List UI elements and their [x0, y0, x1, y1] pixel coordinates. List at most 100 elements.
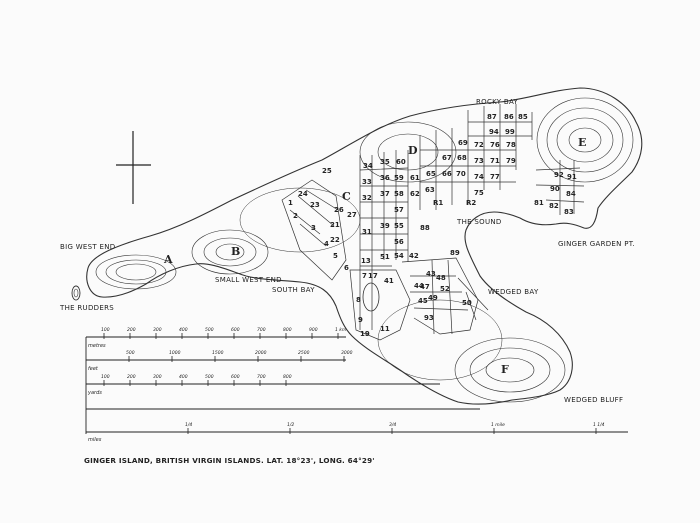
- lot-26: 26: [334, 206, 344, 214]
- place-labels: ROCKY BAY BIG WEST END THE RUDDERS SMALL…: [59, 98, 635, 404]
- lot-labels: R1 R2 1 2 3 4 5 6 7 8 9 11 13 17 19 21 2…: [288, 113, 577, 338]
- compass-cross-icon: [116, 131, 151, 204]
- lot-81: 81: [534, 199, 544, 207]
- lot-55: 55: [394, 222, 404, 230]
- feet-tick-label: 500: [126, 350, 135, 356]
- lot-71: 71: [490, 157, 500, 165]
- lot-85: 85: [518, 113, 528, 121]
- lot-79: 79: [506, 157, 516, 165]
- lot-45: 45: [418, 297, 428, 305]
- peak-d: D: [408, 144, 418, 157]
- place-south-bay: SOUTH BAY: [272, 286, 315, 294]
- lot-33: 33: [362, 178, 372, 186]
- lot-63: 63: [425, 186, 435, 194]
- lot-31: 31: [362, 228, 372, 236]
- yards-tick-label: 600: [231, 374, 240, 380]
- lot-75: 75: [474, 189, 484, 197]
- peak-f: F: [501, 363, 509, 376]
- island-contours: [71, 87, 643, 405]
- lot-3: 3: [311, 224, 316, 232]
- lot-76: 76: [490, 141, 500, 149]
- metres-tick-label: 500: [205, 327, 214, 333]
- scale-yards-label: yards: [87, 390, 102, 396]
- metres-tick-label: 400: [179, 327, 188, 333]
- lot-66: 66: [442, 170, 452, 178]
- lot-88: 88: [420, 224, 430, 232]
- lot-39: 39: [380, 222, 390, 230]
- scale-miles-label: miles: [88, 437, 102, 443]
- lot-41: 41: [384, 277, 394, 285]
- lot-56: 56: [394, 238, 404, 246]
- lot-92: 92: [554, 171, 564, 179]
- lot-2: 2: [293, 212, 298, 220]
- lot-72: 72: [474, 141, 484, 149]
- lot-4: 4: [324, 240, 329, 248]
- lot-87: 87: [487, 113, 497, 121]
- metres-tick-label: 800: [283, 327, 292, 333]
- feet-tick-label: 1500: [212, 350, 224, 356]
- lot-99: 99: [505, 128, 515, 136]
- lot-24: 24: [298, 190, 308, 198]
- yards-tick-label: 300: [153, 374, 162, 380]
- lot-91: 91: [567, 173, 577, 181]
- place-wedged-bay: WEDGED BAY: [488, 288, 539, 296]
- lot-73: 73: [474, 157, 484, 165]
- metres-tick-label: 1 km: [335, 327, 347, 333]
- scale-metres-label: metres: [88, 343, 106, 349]
- lot-37: 37: [380, 190, 390, 198]
- lot-69: 69: [458, 139, 468, 147]
- lot-51: 51: [380, 253, 390, 261]
- lot-r1: R1: [433, 199, 443, 207]
- place-ginger-garden-pt: GINGER GARDEN PT.: [558, 240, 635, 248]
- lot-13: 13: [361, 257, 371, 265]
- feet-tick-label: 3000: [341, 350, 353, 356]
- lot-60: 60: [396, 158, 406, 166]
- lot-82: 82: [549, 202, 559, 210]
- yards-tick-label: 800: [283, 374, 292, 380]
- lot-74: 74: [474, 173, 484, 181]
- yards-tick-label: 700: [257, 374, 266, 380]
- lot-22: 22: [330, 236, 340, 244]
- lot-9: 9: [358, 316, 363, 324]
- peak-c: C: [342, 190, 351, 203]
- miles-tick-label: 1/4: [185, 422, 192, 428]
- peak-labels: A B C D E F: [163, 136, 586, 376]
- lot-52: 52: [440, 285, 450, 293]
- lot-67: 67: [442, 154, 452, 162]
- lot-86: 86: [504, 113, 514, 121]
- metres-tick-label: 200: [127, 327, 136, 333]
- lot-21: 21: [330, 221, 340, 229]
- yards-tick-label: 100: [101, 374, 110, 380]
- lot-57: 57: [394, 206, 404, 214]
- lot-59: 59: [394, 174, 404, 182]
- place-the-rudders: THE RUDDERS: [59, 304, 114, 312]
- lot-44: 44: [414, 282, 424, 290]
- lot-23: 23: [310, 201, 320, 209]
- lot-7: 7: [362, 272, 367, 280]
- lot-68: 68: [457, 154, 467, 162]
- lot-11: 11: [380, 325, 390, 333]
- place-rocky-bay: ROCKY BAY: [476, 98, 519, 106]
- lot-8: 8: [356, 296, 361, 304]
- lot-35: 35: [380, 158, 390, 166]
- metres-tick-label: 300: [153, 327, 162, 333]
- lot-93: 93: [424, 314, 434, 322]
- lot-27: 27: [347, 211, 357, 219]
- lot-17: 17: [368, 272, 378, 280]
- lot-84: 84: [566, 190, 576, 198]
- place-wedged-bluff: WEDGED BLUFF: [564, 396, 623, 404]
- lot-94: 94: [489, 128, 499, 136]
- lot-r2: R2: [466, 199, 476, 207]
- lot-49: 49: [428, 294, 438, 302]
- lot-90: 90: [550, 185, 560, 193]
- peak-a: A: [163, 253, 173, 266]
- lot-42: 42: [409, 252, 419, 260]
- miles-tick-label: 3/4: [389, 422, 396, 428]
- lot-58: 58: [394, 190, 404, 198]
- lot-32: 32: [362, 194, 372, 202]
- lot-36: 36: [380, 174, 390, 182]
- lot-25: 25: [322, 167, 332, 175]
- lot-5: 5: [333, 252, 338, 260]
- lot-1: 1: [288, 199, 293, 207]
